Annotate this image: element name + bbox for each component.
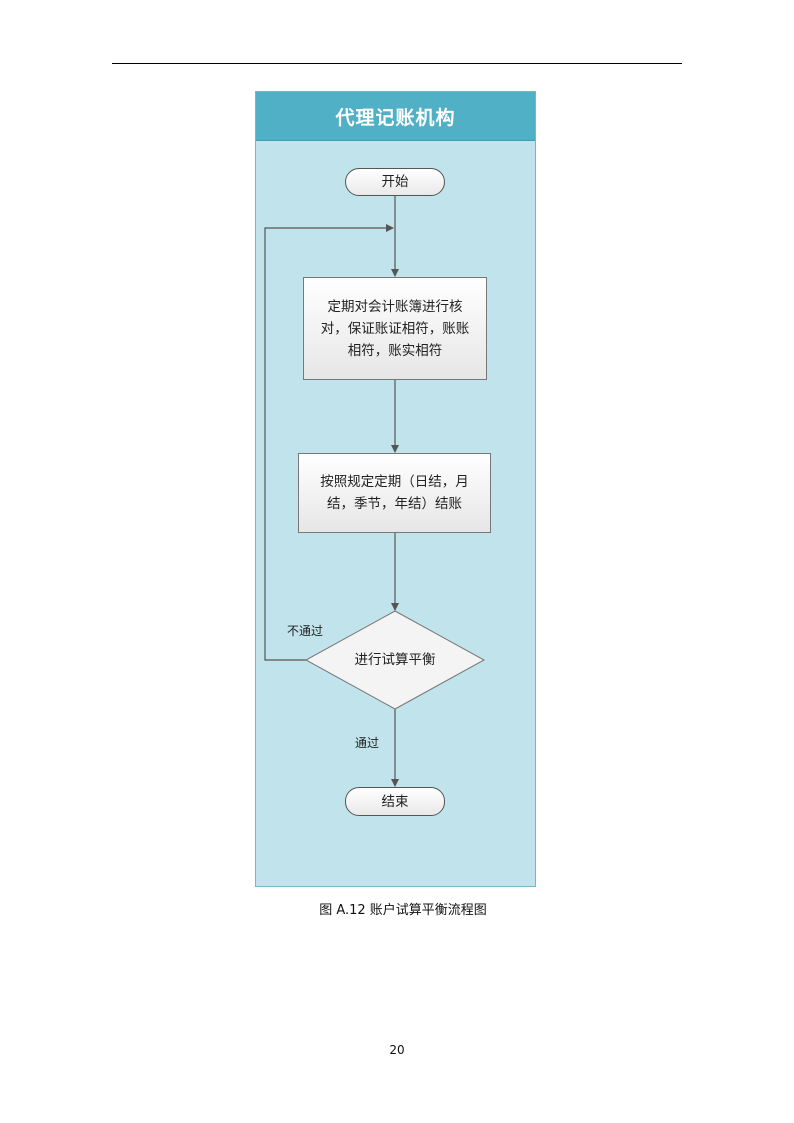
swimlane-title: 代理记账机构 (256, 92, 535, 141)
decision-node: 进行试算平衡 (330, 646, 460, 674)
header-rule (112, 63, 682, 64)
arrow-loop-back (264, 224, 394, 661)
verify-label: 定期对会计账簿进行核对，保证账证相符，账账相符，账实相符 (320, 298, 470, 359)
start-node: 开始 (345, 168, 445, 196)
pass-label: 通过 (355, 736, 380, 750)
fail-label: 不通过 (287, 624, 324, 638)
closing-label: 按照规定定期（日结，月结，季节，年结）结账 (320, 474, 469, 512)
closing-process: 按照规定定期（日结，月结，季节，年结）结账 (298, 453, 491, 533)
figure-caption: 图 A.12 账户试算平衡流程图 (319, 903, 487, 918)
end-node: 结束 (345, 787, 445, 816)
decision-diamond-shape (304, 610, 486, 710)
start-label: 开始 (381, 174, 409, 190)
verify-process: 定期对会计账簿进行核对，保证账证相符，账账相符，账实相符 (303, 277, 487, 380)
end-label: 结束 (381, 793, 409, 810)
decision-label: 进行试算平衡 (354, 652, 436, 668)
page-number: 20 (389, 1043, 405, 1057)
